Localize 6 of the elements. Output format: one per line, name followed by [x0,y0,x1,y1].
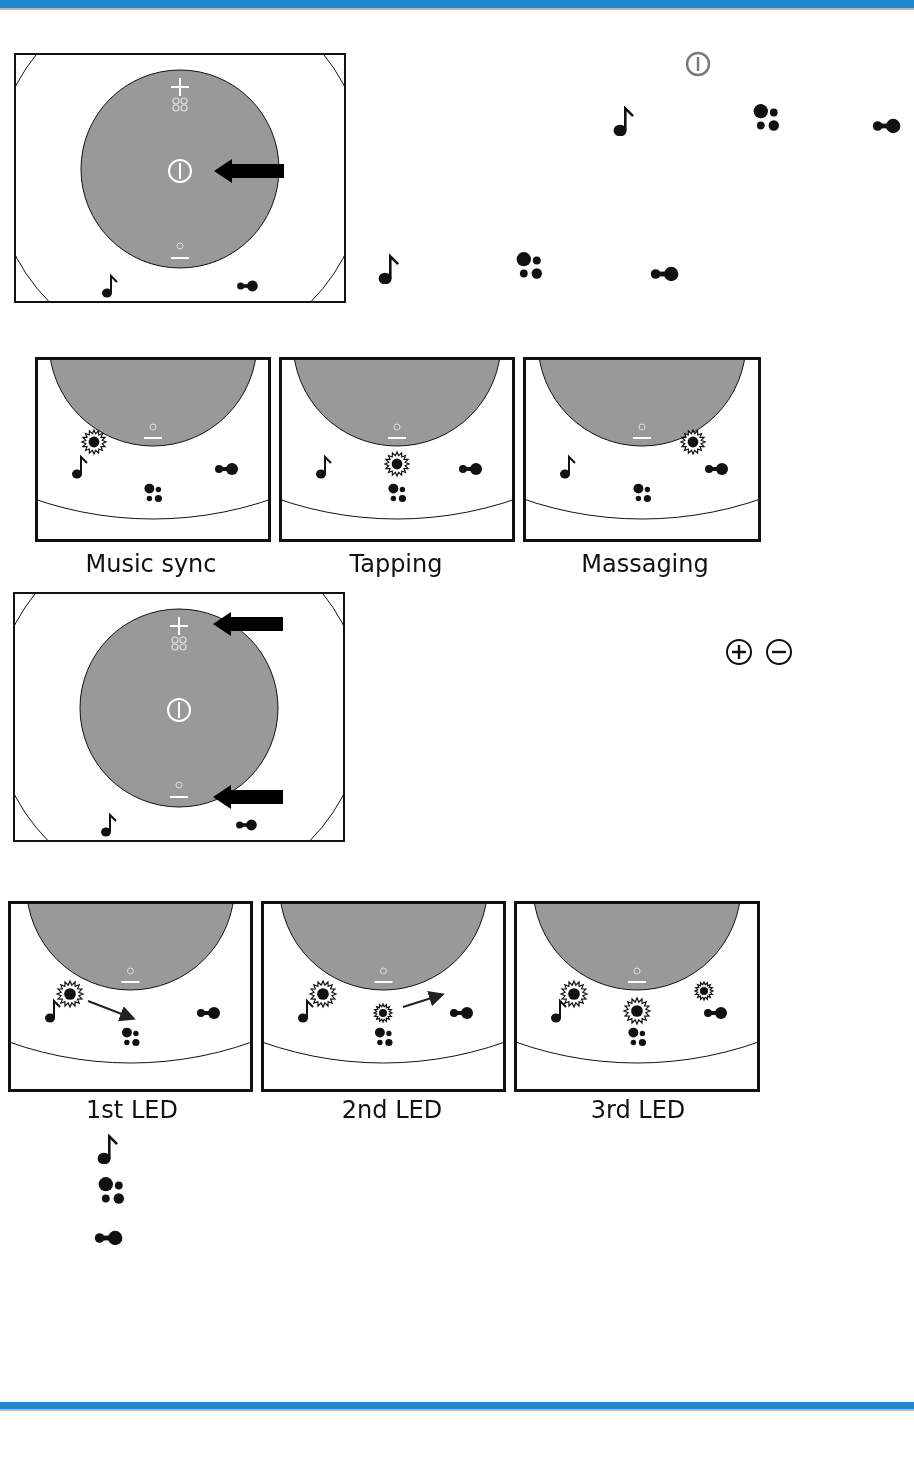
panel-caption: 1st LED [85,1096,179,1124]
panel-caption: 2nd LED [340,1096,444,1124]
panel-caption: Massaging [580,550,710,578]
panel-caption: Tapping [348,550,444,578]
panel-caption: 3rd LED [589,1096,687,1124]
panel-caption: Music sync [84,550,218,578]
